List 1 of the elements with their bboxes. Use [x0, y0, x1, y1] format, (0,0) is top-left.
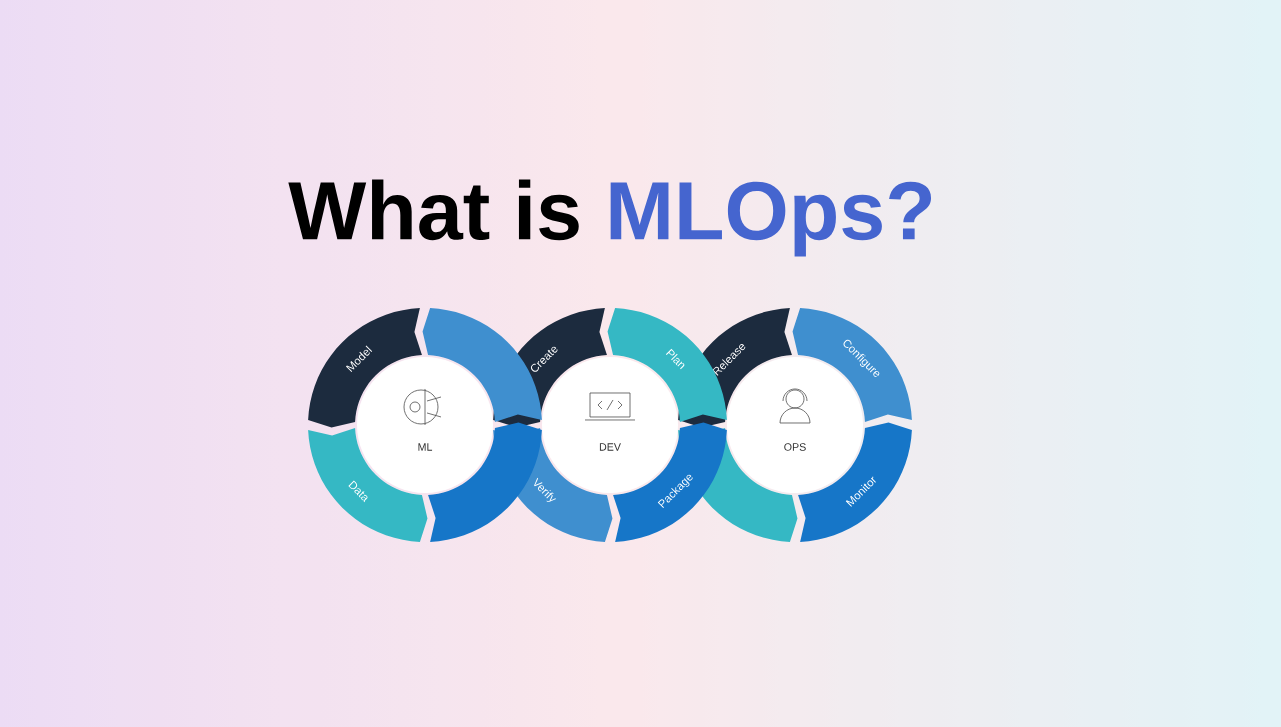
title: What is MLOps?	[288, 179, 932, 257]
